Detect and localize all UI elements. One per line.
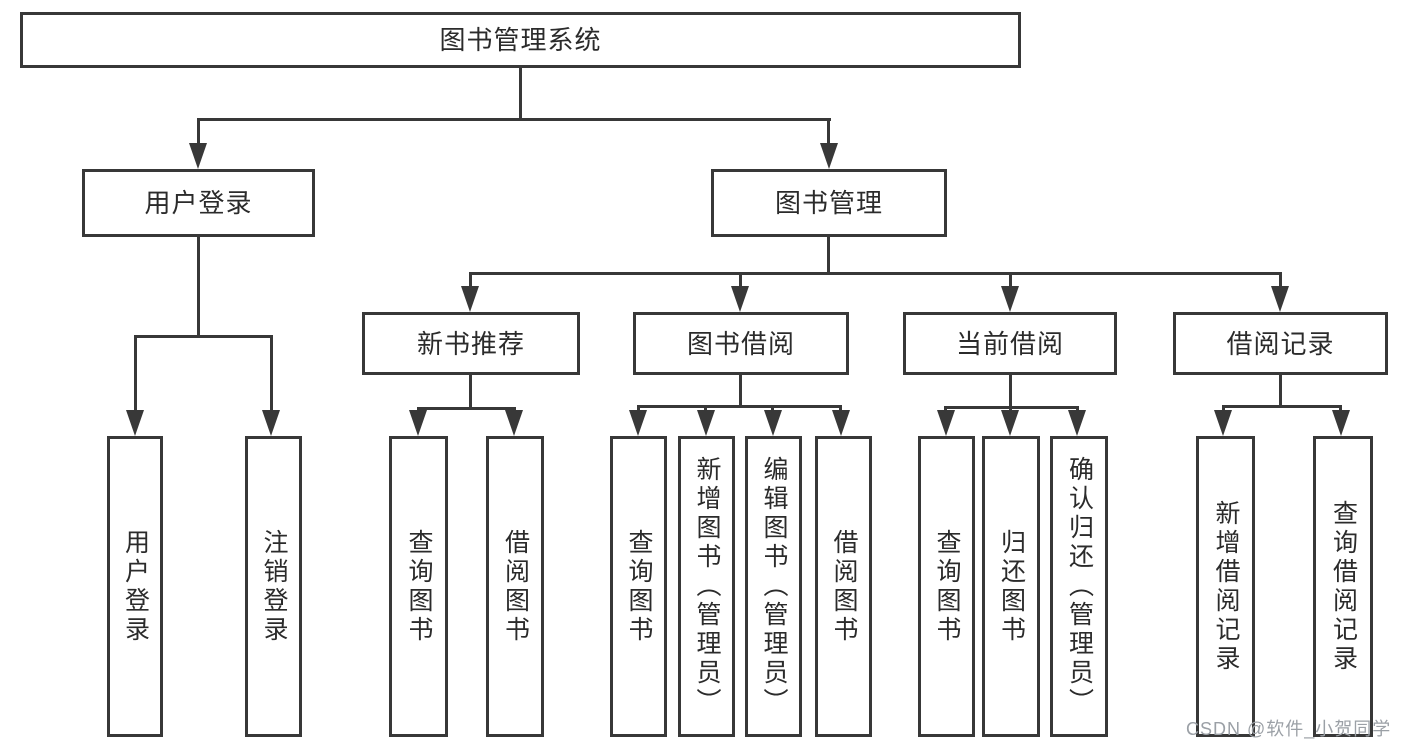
connector-line (270, 335, 273, 415)
connector-line (197, 118, 831, 121)
arrowhead-down-icon (505, 410, 523, 436)
connector-line (417, 407, 516, 410)
arrowhead-down-icon (1068, 410, 1086, 436)
connector-line (469, 272, 472, 290)
arrowhead-down-icon (937, 410, 955, 436)
node-leaf-add-books-admin: 新增图书（管理员） (678, 436, 735, 737)
node-leaf-add-borrow-record: 新增借阅记录 (1196, 436, 1255, 737)
watermark: CSDN @软件_小贺同学 (1186, 719, 1392, 739)
arrowhead-down-icon (262, 410, 280, 436)
node-leaf-edit-books-admin: 编辑图书（管理员） (745, 436, 802, 737)
connector-line (469, 272, 1281, 275)
node-leaf-query-borrow-record: 查询借阅记录 (1313, 436, 1373, 737)
node-book-borrowing: 图书借阅 (633, 312, 849, 375)
connector-line (469, 375, 472, 410)
arrowhead-down-icon (1214, 410, 1232, 436)
arrowhead-down-icon (697, 410, 715, 436)
connector-line (827, 237, 830, 275)
node-book-management: 图书管理 (711, 169, 947, 237)
connector-line (197, 118, 200, 146)
node-leaf-logout: 注销登录 (245, 436, 302, 737)
connector-line (739, 375, 742, 408)
connector-line (827, 118, 830, 146)
arrowhead-down-icon (126, 410, 144, 436)
connector-line (739, 272, 742, 290)
node-leaf-return-books: 归还图书 (982, 436, 1040, 737)
arrowhead-down-icon (832, 410, 850, 436)
arrowhead-down-icon (764, 410, 782, 436)
arrowhead-down-icon (1271, 286, 1289, 312)
node-leaf-borrow-books-2: 借阅图书 (815, 436, 872, 737)
connector-line (637, 405, 842, 408)
node-new-book-recommendation: 新书推荐 (362, 312, 580, 375)
arrowhead-down-icon (731, 286, 749, 312)
node-leaf-query-books-1: 查询图书 (389, 436, 448, 737)
node-leaf-confirm-return-admin: 确认归还（管理员） (1050, 436, 1108, 737)
node-current-borrowing: 当前借阅 (903, 312, 1117, 375)
node-borrowing-records: 借阅记录 (1173, 312, 1388, 375)
arrowhead-down-icon (189, 143, 207, 169)
connector-line (1279, 375, 1282, 407)
arrowhead-down-icon (461, 286, 479, 312)
connector-line (1279, 272, 1282, 290)
arrowhead-down-icon (629, 410, 647, 436)
arrowhead-down-icon (409, 410, 427, 436)
arrowhead-down-icon (1001, 410, 1019, 436)
arrowhead-down-icon (820, 143, 838, 169)
connector-line (197, 234, 200, 337)
node-user-login: 用户登录 (82, 169, 315, 237)
connector-line (134, 335, 137, 415)
node-leaf-borrow-books-1: 借阅图书 (486, 436, 544, 737)
connector-line (519, 68, 522, 120)
node-leaf-user-login: 用户登录 (107, 436, 163, 737)
arrowhead-down-icon (1332, 410, 1350, 436)
connector-line (1009, 272, 1012, 290)
arrowhead-down-icon (1001, 286, 1019, 312)
node-library-management-system: 图书管理系统 (20, 12, 1021, 68)
connector-line (1009, 375, 1012, 409)
connector-line (1222, 405, 1342, 408)
node-leaf-query-books-3: 查询图书 (918, 436, 975, 737)
connector-line (134, 335, 273, 338)
node-leaf-query-books-2: 查询图书 (610, 436, 667, 737)
